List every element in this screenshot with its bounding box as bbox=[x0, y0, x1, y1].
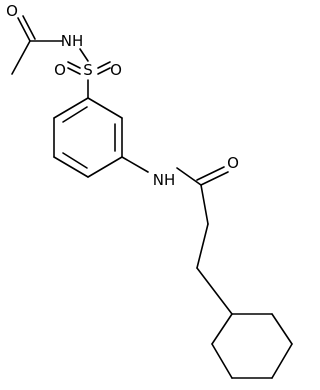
amide-linkage bbox=[121, 156, 229, 225]
chemical-structure: O NH S O O NH O bbox=[6, 2, 293, 379]
amide-nh-label: NH bbox=[153, 171, 176, 189]
acetyl-group bbox=[11, 15, 63, 75]
benzene-ring bbox=[53, 97, 123, 178]
sulfonamide-nh-label: NH bbox=[61, 32, 84, 50]
cyclohexane-ring bbox=[211, 313, 293, 379]
sulfonyl-group bbox=[67, 48, 111, 99]
propyl-chain bbox=[196, 223, 233, 315]
amide-oxygen-label: O bbox=[227, 154, 239, 172]
sulfur-label: S bbox=[83, 61, 93, 79]
acetyl-oxygen-label: O bbox=[6, 2, 18, 20]
sulfonyl-oxygen-left-label: O bbox=[54, 61, 66, 79]
sulfonyl-oxygen-right-label: O bbox=[110, 61, 122, 79]
